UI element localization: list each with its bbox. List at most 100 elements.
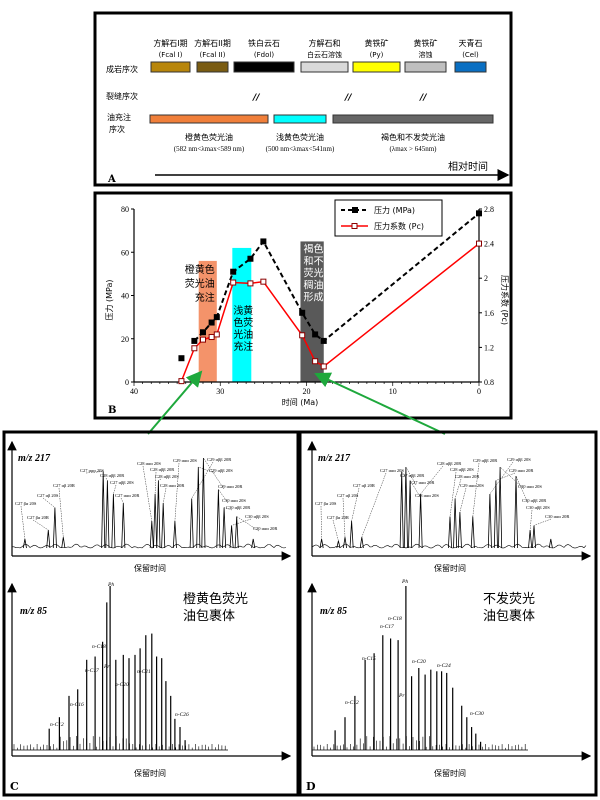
oil-charge-bar bbox=[273, 114, 327, 124]
panel-a: 方解石I期(Fcal I)方解石II期(Fcal II)铁白云石(Fdol)方解… bbox=[93, 11, 513, 187]
peak-label-85: Pr bbox=[398, 693, 405, 699]
peak-label-85: n-C20 bbox=[115, 682, 129, 688]
y-tick-label: 0 bbox=[125, 378, 129, 387]
mineral-bar bbox=[150, 61, 191, 73]
mineral-sub: (Fcal I) bbox=[159, 51, 183, 59]
peak-217 bbox=[493, 480, 498, 549]
peak-leader bbox=[454, 478, 462, 499]
pressure-point bbox=[476, 210, 482, 217]
x-axis-label-85: 保留时间 bbox=[134, 768, 166, 778]
peak-217 bbox=[349, 520, 354, 549]
peak-217 bbox=[22, 538, 27, 549]
peak-leader bbox=[495, 472, 516, 481]
y2-axis-label: 压力系数 (Pc) bbox=[500, 275, 510, 325]
pressure-point bbox=[178, 355, 185, 362]
pressure-point bbox=[208, 319, 215, 326]
peak-label-217: C29 αββ 20S bbox=[507, 457, 531, 462]
peak-leader bbox=[218, 489, 229, 504]
panel-d-title: 不发荧光 bbox=[483, 591, 535, 607]
peak-label-217: C27 αββ 20S bbox=[110, 480, 134, 485]
peak-leader bbox=[163, 487, 167, 504]
band-label: 荧光 bbox=[303, 266, 323, 279]
x-axis-label-217: 保留时间 bbox=[134, 563, 166, 573]
mineral-name: 方解石I期 bbox=[153, 38, 187, 48]
mineral-name: 方解石和 bbox=[309, 38, 341, 48]
mineral-sub: (Fcal II) bbox=[200, 51, 226, 59]
peak-217 bbox=[111, 493, 116, 549]
peak-label-85: n-C18 bbox=[388, 616, 402, 622]
oil-charge-name: 浅黄色荧光油 bbox=[276, 132, 324, 142]
peak-leader bbox=[499, 466, 525, 490]
ion-label-217: m/z 217 bbox=[318, 453, 351, 464]
x-tick-label: 30 bbox=[216, 387, 224, 396]
baseline-217 bbox=[311, 543, 587, 549]
band-label: 光油 bbox=[233, 328, 253, 341]
peak-leader bbox=[236, 516, 260, 532]
peak-leader bbox=[158, 478, 162, 481]
peak-label-217: C30 αββ 20R bbox=[522, 498, 546, 503]
peak-label-217: C27 βα 20R bbox=[27, 515, 49, 520]
peak-217 bbox=[149, 520, 154, 549]
peak-leader bbox=[142, 465, 152, 522]
peak-leader bbox=[472, 462, 480, 517]
peak-217 bbox=[222, 507, 227, 549]
peak-label-217: C29 αββ 20S bbox=[209, 468, 233, 473]
panel-d bbox=[298, 430, 598, 797]
pressure-point bbox=[260, 238, 267, 245]
panel-c-title: 油包裹体 bbox=[183, 609, 235, 624]
mineral-name: 铁白云石 bbox=[248, 38, 280, 48]
peak-label-85: n-C12 bbox=[50, 722, 64, 728]
peak-217 bbox=[532, 525, 536, 549]
mineral-sub: (Py) bbox=[370, 51, 384, 59]
band-label: 色荧 bbox=[233, 316, 253, 329]
peak-217 bbox=[448, 516, 452, 549]
peak-label-217: C29 ααα 20S bbox=[173, 458, 197, 463]
y-tick-label: 40 bbox=[121, 292, 129, 301]
peak-label-85: n-C15 bbox=[362, 656, 376, 662]
row-label-diagenesis: 成岩序次 bbox=[106, 64, 138, 74]
band-label: 浅黄 bbox=[233, 304, 253, 317]
peak-leader bbox=[533, 518, 552, 526]
peak-label-217: C29 ααα 20R bbox=[218, 484, 242, 489]
peak-leader bbox=[351, 487, 360, 522]
y2-tick-label: 1.6 bbox=[484, 309, 494, 318]
panel-letter-c: C bbox=[10, 780, 19, 793]
peak-leader bbox=[409, 480, 422, 499]
oil-charge-name: 橙黄色荧光油 bbox=[185, 132, 233, 142]
band-label: 形成 bbox=[303, 291, 323, 303]
peak-leader bbox=[203, 457, 225, 490]
pressure-point bbox=[247, 255, 254, 262]
peak-leader bbox=[401, 471, 407, 479]
band-label: 和不 bbox=[303, 255, 323, 267]
peak-label-217: C27 βα 20S bbox=[15, 501, 37, 506]
panel-letter-d: D bbox=[306, 780, 316, 793]
mineral-bar bbox=[352, 61, 401, 73]
peak-label-217: C27 αβ 20S bbox=[37, 493, 59, 498]
x-tick-label: 40 bbox=[130, 387, 138, 396]
y-axis-label: 压力 (MPa) bbox=[104, 279, 114, 320]
pressure-point bbox=[191, 337, 198, 344]
peak-label-217: C30 ααα 20R bbox=[253, 526, 277, 531]
pressure-point bbox=[320, 337, 327, 344]
peak-leader bbox=[459, 487, 467, 513]
fracture-mark-1: // bbox=[252, 93, 260, 103]
peak-leader bbox=[85, 471, 104, 474]
peak-label-217: C27 αβ 20S bbox=[337, 493, 359, 498]
peak-leader bbox=[20, 505, 26, 540]
peak-label-217: C27 ααα 20S bbox=[380, 468, 404, 473]
peak-217 bbox=[418, 493, 423, 549]
fracture-mark-3: // bbox=[419, 93, 427, 103]
peak-label-217: C30 ααα 20S bbox=[222, 498, 246, 503]
pressure-coef-point bbox=[178, 378, 185, 385]
pressure-point bbox=[299, 309, 306, 316]
peak-label-217: C29 αββ 20R bbox=[473, 458, 497, 463]
peak-label-217: C27 βα 20S bbox=[315, 501, 337, 506]
peak-label-217: C27 βα 20R bbox=[327, 515, 349, 520]
peak-label-217: C28 αββ 20R bbox=[437, 461, 461, 466]
mineral-bar bbox=[454, 61, 487, 73]
y-tick-label: 80 bbox=[121, 205, 129, 214]
pressure-coef-point bbox=[200, 336, 206, 343]
peak-label-85: n-C16 bbox=[70, 702, 84, 708]
oil-charge-range: (λmax > 645nm) bbox=[389, 145, 437, 153]
